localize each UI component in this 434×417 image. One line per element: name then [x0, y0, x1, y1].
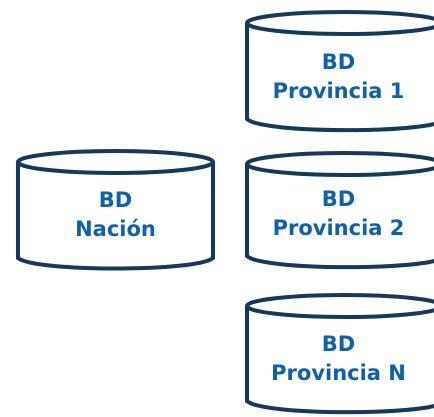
database-label: BD Provincia 2: [243, 185, 434, 243]
database-label-line1: BD: [98, 188, 133, 212]
database-cylinder-icon: [245, 10, 434, 133]
database-cylinder-icon: [245, 293, 434, 415]
database-nacion: BD Nación: [14, 148, 217, 273]
database-label: BD Provincia 1: [243, 48, 434, 106]
database-label-line1: BD: [321, 187, 356, 211]
database-label-line2: Provincia N: [271, 361, 406, 385]
database-label-line2: Provincia 2: [272, 216, 405, 240]
database-label-line1: BD: [321, 50, 356, 74]
database-label: BD Provincia N: [243, 330, 434, 388]
database-cylinder-icon: [16, 149, 215, 271]
database-label-line1: BD: [321, 332, 356, 356]
database-provincia-2: BD Provincia 2: [243, 150, 434, 272]
database-provincia-n: BD Provincia N: [243, 292, 434, 417]
database-provincia-1: BD Provincia 1: [243, 9, 434, 135]
database-label-line2: Nación: [75, 217, 156, 241]
database-label-line2: Provincia 1: [272, 79, 405, 103]
database-label: BD Nación: [14, 186, 217, 244]
database-cylinder-icon: [245, 151, 434, 270]
